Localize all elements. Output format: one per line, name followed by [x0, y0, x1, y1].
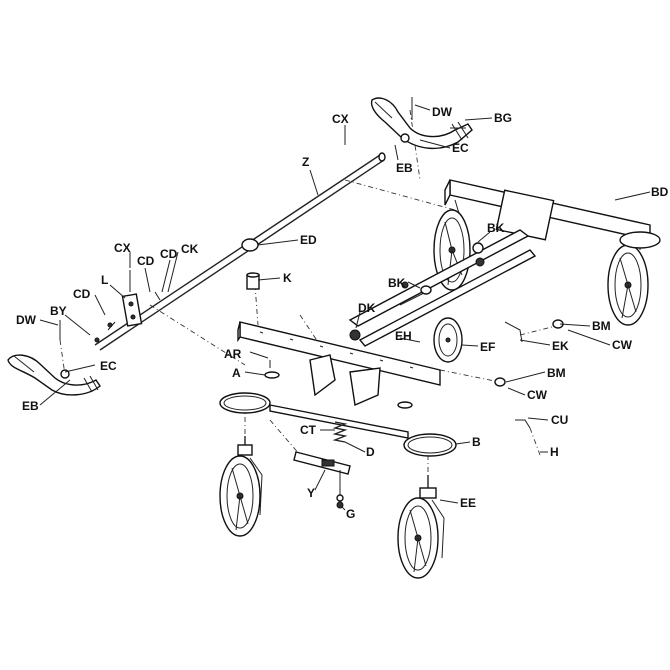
label-ec-left: EC [100, 359, 117, 373]
rear-frame [444, 179, 651, 251]
front-frame [237, 321, 441, 407]
clip-cu [515, 419, 531, 429]
label-k: K [283, 271, 292, 285]
label-cd-mid: CD [137, 254, 155, 268]
label-ar: AR [224, 347, 242, 361]
cap-bm-bottom [494, 377, 506, 387]
label-a: A [232, 366, 241, 380]
label-z: Z [302, 155, 309, 169]
label-bm-bottom: BM [547, 366, 566, 380]
rear-right-wheel [607, 231, 661, 326]
front-left-wheel [219, 436, 263, 537]
label-by: BY [50, 304, 67, 318]
label-cd-left: CD [73, 287, 91, 301]
center-rails [348, 229, 537, 347]
label-ek: EK [552, 339, 569, 353]
label-ec-top: EC [452, 141, 469, 155]
label-cw-bottom: CW [527, 388, 548, 402]
top-handle-grip [370, 97, 473, 149]
label-dw-top: DW [432, 105, 453, 119]
mid-wheel [433, 317, 463, 363]
label-cx-top: CX [332, 112, 349, 126]
left-ring [219, 392, 271, 414]
spring [332, 421, 348, 443]
rod-grip-ed [241, 238, 259, 252]
washer-a [264, 371, 280, 379]
label-ef: EF [480, 340, 495, 354]
label-ck: CK [181, 242, 199, 256]
part-labels: DW BG EC EB CX BD Z BK ED CX CD CD CK L … [16, 105, 669, 521]
hardware [59, 97, 564, 509]
front-right-wheel [397, 475, 445, 579]
label-cd-right: CD [160, 247, 178, 261]
label-l: L [101, 273, 108, 287]
left-bracket [107, 270, 161, 331]
label-cw-top: CW [612, 338, 633, 352]
label-h: H [550, 445, 559, 459]
nut-dk [349, 329, 361, 341]
label-b: B [472, 435, 481, 449]
label-eb-top: EB [396, 161, 413, 175]
nut-bk [472, 242, 484, 254]
label-bk-top: BK [487, 221, 505, 235]
pin-ek [504, 321, 523, 343]
label-bm-top: BM [592, 319, 611, 333]
label-ee: EE [460, 496, 476, 510]
label-dw-left: DW [16, 313, 37, 327]
right-ring [403, 433, 457, 457]
label-eb-left: EB [22, 399, 39, 413]
label-y: Y [307, 486, 315, 500]
left-handle-grip [7, 354, 101, 396]
front-axle [269, 404, 409, 439]
label-bk-mid: BK [388, 276, 406, 290]
label-d: D [366, 445, 375, 459]
label-ct: CT [300, 423, 317, 437]
label-eh: EH [395, 329, 412, 343]
label-bg: BG [494, 111, 512, 125]
label-cu: CU [551, 413, 568, 427]
label-cx-left: CX [114, 241, 131, 255]
label-ed: ED [300, 233, 317, 247]
label-bd: BD [651, 185, 669, 199]
label-g: G [346, 507, 355, 521]
label-dk: DK [358, 301, 376, 315]
pedal [293, 451, 351, 502]
leader-lines [39, 104, 651, 511]
